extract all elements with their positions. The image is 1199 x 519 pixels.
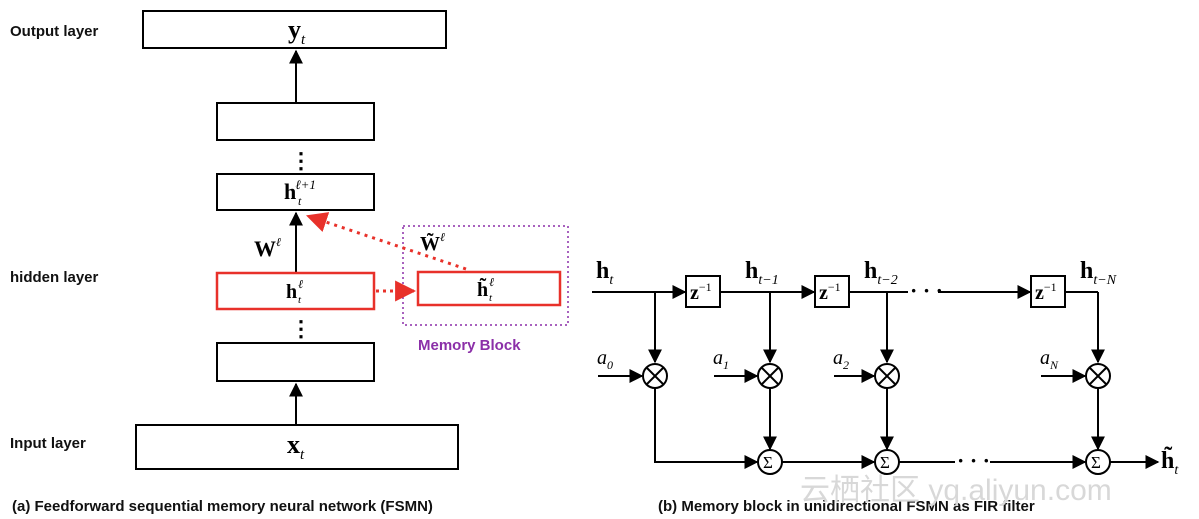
path-mult0-to-sum1 [654,388,759,469]
weight-w-tilde-label: W̃ℓ [420,230,445,255]
output-ht-tilde-label: h̃t [1161,447,1179,478]
output-layer-box [142,10,447,49]
tap-label-n: ht−N [1080,258,1117,288]
delay-box-1 [685,275,721,308]
hidden-node-sub: t [298,294,302,306]
input-ht-label: ht [596,258,614,288]
coef-label-n: aN [1040,347,1059,372]
summer-1: Σ [757,449,783,475]
input-layer-label: Input layer [10,435,86,452]
memory-node-label: h̃ℓ [477,275,494,301]
multiplier-1 [757,363,783,389]
coef-label-0: a0 [597,347,613,372]
hidden-layer-label: hidden layer [10,269,99,286]
memory-node-box [416,270,562,307]
tap-label-1: ht−1 [745,258,779,288]
watermark: 云栖社区 yq.aliyun.com [800,474,1112,507]
output-node-label: yt [288,15,306,48]
dots-bottom: · · · [957,448,990,473]
upper-hidden-node-label: hℓ+1 [284,177,316,204]
summer-n: Σ [1085,449,1111,475]
svg-text:Σ: Σ [1091,453,1101,472]
summer-2: Σ [874,449,900,475]
multiplier-0 [642,363,668,389]
hidden-layer-top-box [216,102,375,141]
coef-label-2: a2 [833,347,849,372]
delay-label-n: z−1 [1035,280,1057,304]
upper-ellipsis: ⋮ [290,148,312,173]
weight-w-label: Wℓ [254,235,281,261]
multiplier-n [1085,363,1111,389]
svg-text:Σ: Σ [880,453,890,472]
memory-block-frame [402,225,569,326]
arrow-memory-to-upper [306,212,467,271]
memory-node-sub: t [489,292,493,304]
lower-ellipsis: ⋮ [290,316,312,341]
output-layer-label: Output layer [10,23,99,40]
delay-label-1: z−1 [690,280,712,304]
input-node-label: xt [287,430,305,463]
dots-top: · · · [910,278,943,303]
delay-box-2 [814,275,850,308]
panel-b: ht z−1 z−1 · · · z−1 ht−1 ht−2 ht−N a0 a… [592,258,1179,515]
hidden-node-label: hℓ [286,277,303,303]
coef-label-1: a1 [713,347,729,372]
delay-label-2: z−1 [819,280,841,304]
caption-b: (b) Memory block in unidirectional FSMN … [658,498,1035,515]
hidden-layer-bottom-box [216,342,375,382]
panel-a: Output layer hidden layer Input layer yt… [10,10,569,515]
memory-block-label: Memory Block [418,337,521,354]
upper-hidden-node-sub: t [298,194,302,208]
caption-a: (a) Feedforward sequential memory neural… [12,498,433,515]
multiplier-2 [874,363,900,389]
input-layer-box [135,424,459,470]
hidden-layer-upper-box [216,173,375,211]
tap-label-2: ht−2 [864,258,898,288]
svg-text:Σ: Σ [763,453,773,472]
hidden-node-box [215,271,376,311]
